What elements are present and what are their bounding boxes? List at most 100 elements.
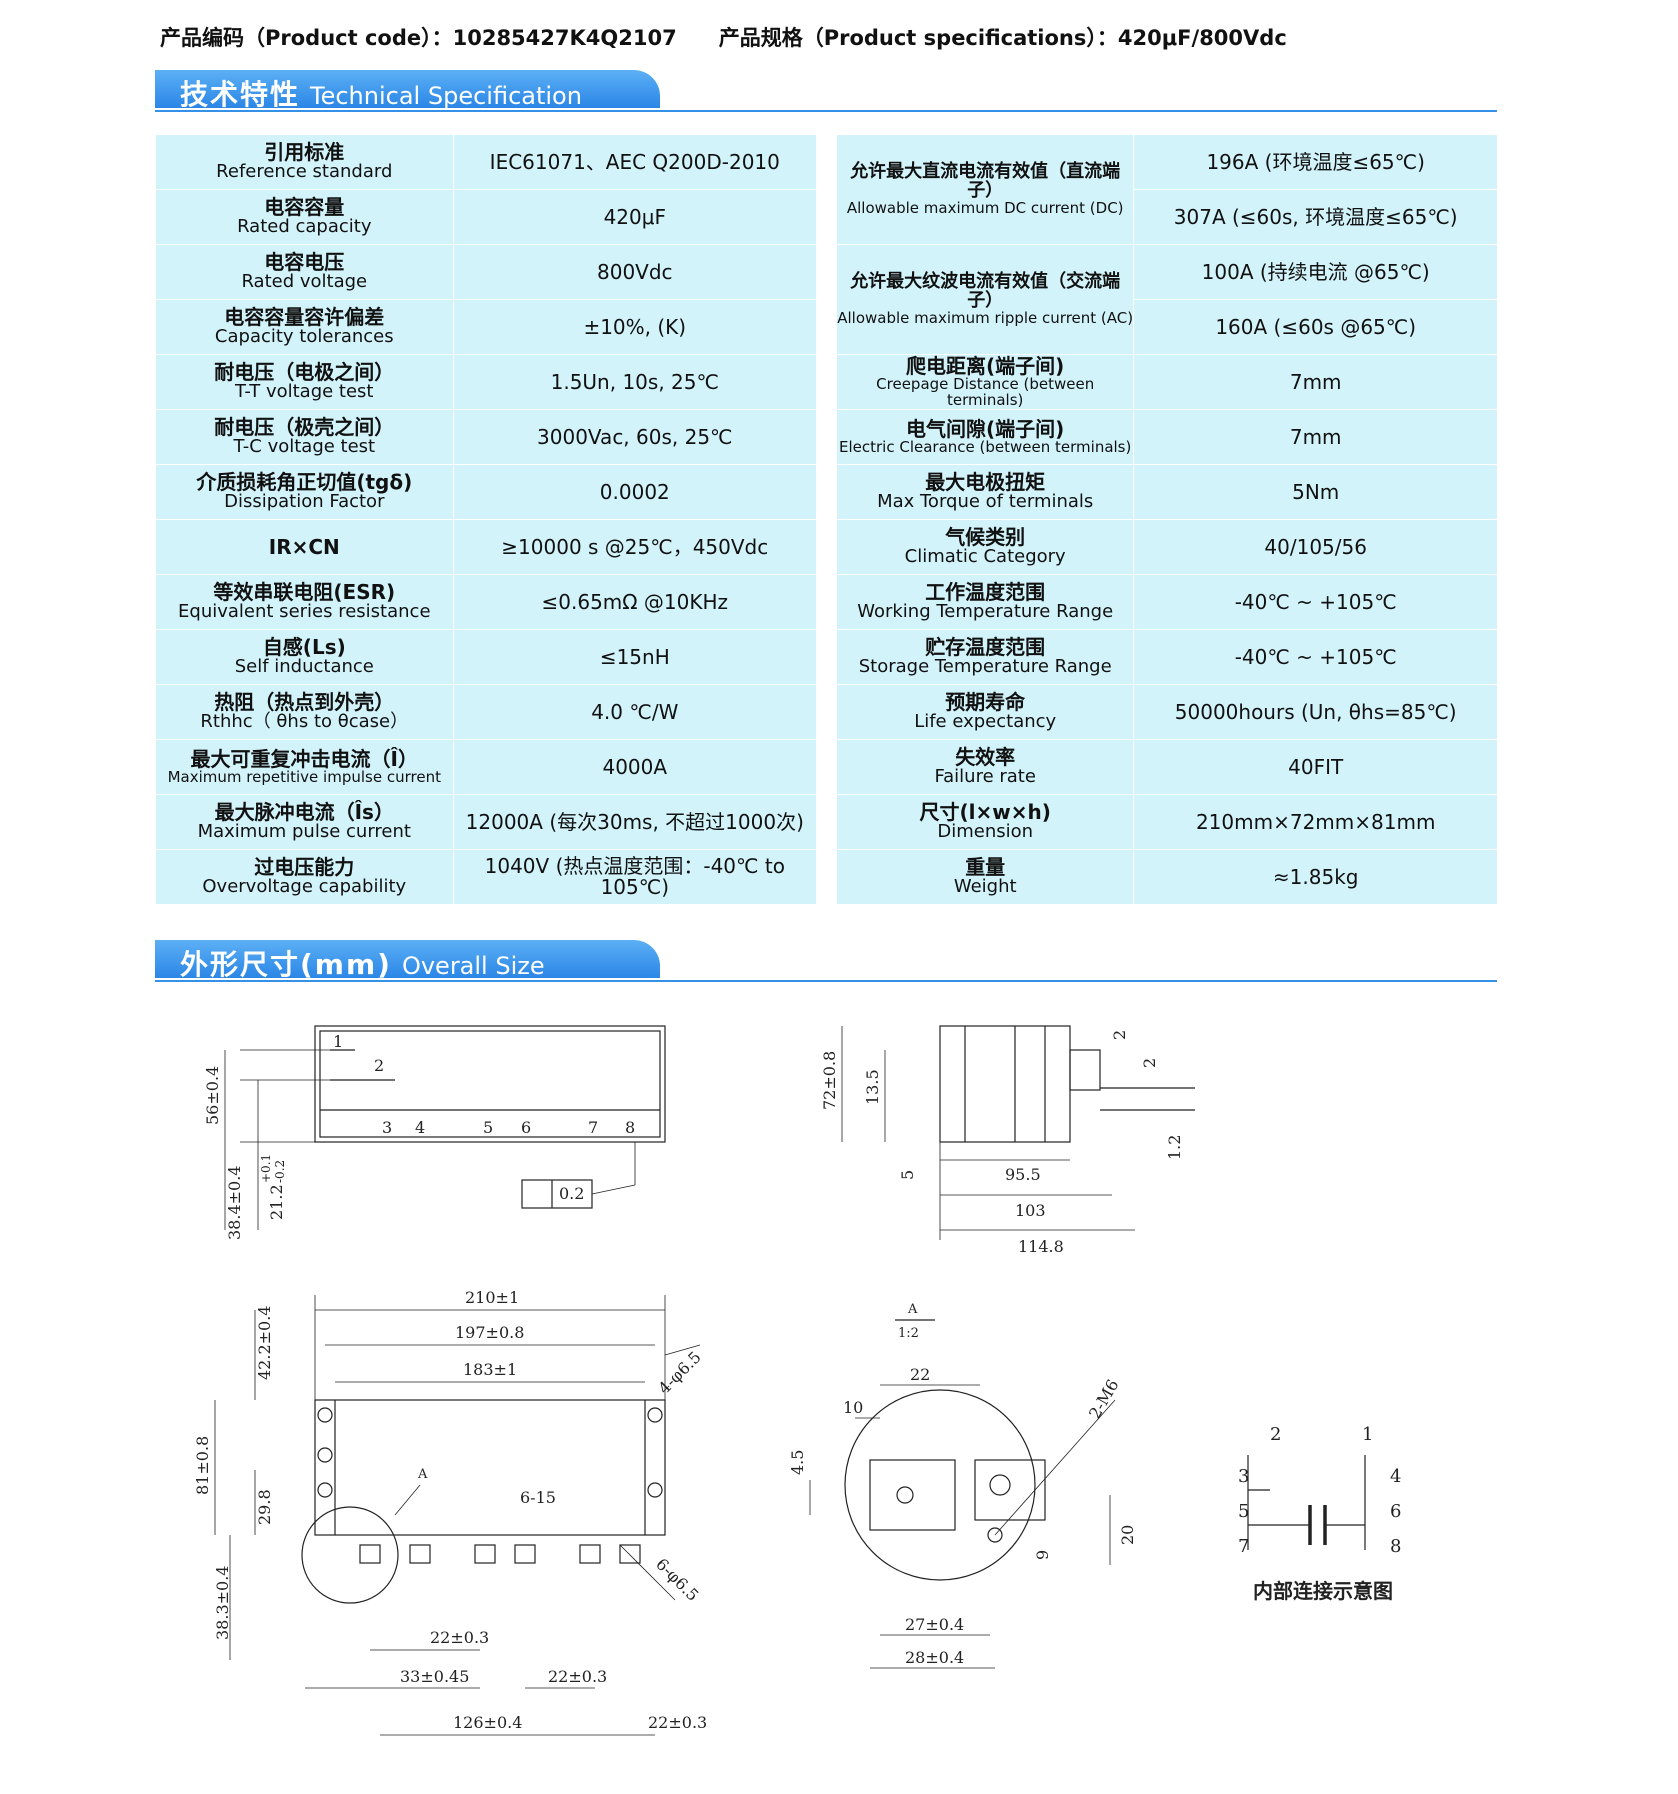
- pin-label: 2: [374, 1056, 384, 1075]
- dim-38-3: 38.3±0.4: [213, 1566, 232, 1640]
- spec-key-cn: 电气间隙(端子间): [906, 416, 1065, 441]
- spec-key-cn: 工作温度范围: [925, 580, 1046, 605]
- detail-a-marker: A: [417, 1467, 428, 1482]
- spec-value: 210mm×72mm×81mm: [1133, 794, 1498, 850]
- flatness-leader: [591, 1184, 636, 1195]
- overall-size-banner: 外形尺寸(mm)Overall Size: [155, 940, 1497, 982]
- spec-key-cn: 耐电压（电极之间）: [214, 360, 395, 385]
- dim-21-2: 21.2: [267, 1184, 286, 1220]
- detail-a-view: A 1:2 22 10 4.5 2-M6 20 9 27±0.4 28±0.4: [788, 1302, 1137, 1669]
- schematic-caption: 内部连接示意图: [1253, 1579, 1393, 1603]
- spec-key-en: Max Torque of terminals: [877, 491, 1094, 513]
- spec-key-cn: 最大脉冲电流（Îs）: [214, 800, 394, 825]
- spec-value: 40/105/56: [1133, 519, 1498, 575]
- spec-key: 耐电压（电极之间）T-T voltage test: [155, 354, 454, 410]
- front-view: 1 2 3 4 5 6 7 8 0.2 56±0.4 38.4±0.4 21.2…: [203, 1025, 666, 1240]
- spec-key-en: Equivalent series resistance: [178, 601, 431, 623]
- spec-key-en: Failure rate: [934, 766, 1036, 788]
- flatness-value: 0.2: [559, 1184, 584, 1203]
- spec-key-cn: 气候类别: [945, 525, 1026, 550]
- internal-connection-schematic: 2 1 3 4 5 6 7 8 内部连接示意图: [1238, 1424, 1401, 1603]
- spec-value-dc-2: 307A (≤60s, 环境温度≤65℃): [1133, 189, 1498, 245]
- spec-value: 50000hours (Un, θhs=85℃): [1133, 684, 1498, 740]
- spec-key: 自感(Ls)Self inductance: [155, 629, 454, 685]
- dim-29-8: 29.8: [255, 1489, 274, 1525]
- spec-row: IR×CN≥10000 s @25℃，450Vdc: [155, 519, 818, 575]
- spec-value: IEC61071、AEC Q200D-2010: [452, 134, 818, 190]
- spec-row: 最大可重复冲击电流（Î）Maximum repetitive impulse c…: [155, 739, 818, 795]
- spec-key-en: Working Temperature Range: [857, 601, 1114, 623]
- dim-20: 20: [1118, 1525, 1137, 1545]
- detail-scale: 1:2: [898, 1326, 919, 1341]
- schematic-pin-3: 3: [1238, 1466, 1249, 1487]
- schematic-pin-4: 4: [1390, 1466, 1401, 1487]
- mount-hole: [647, 1482, 663, 1498]
- detail-a-circle: [301, 1506, 399, 1604]
- spec-value: 7mm: [1133, 354, 1498, 410]
- product-spec-value: 420μF/800Vdc: [1117, 26, 1287, 50]
- spec-key-cn: 尺寸(l×w×h): [919, 800, 1051, 825]
- product-spec-label: 产品规格（Product specifications）：: [718, 26, 1118, 50]
- spec-key-en: Storage Temperature Range: [858, 656, 1112, 678]
- spec-key-cn: 电容容量: [264, 195, 345, 220]
- pin-label: 6: [521, 1118, 531, 1137]
- spec-value: ±10%, (K): [452, 299, 818, 355]
- product-code-value: 10285427K4Q2107: [452, 26, 677, 50]
- spec-key-ac-current: 允许最大纹波电流有效值（交流端子） Allowable maximum ripp…: [835, 244, 1135, 355]
- dim-72: 72±0.8: [820, 1051, 839, 1110]
- terminal: [514, 1544, 536, 1564]
- spec-value: 4.0 ℃/W: [452, 684, 818, 740]
- dim-56: 56±0.4: [203, 1066, 222, 1125]
- pin-label: 1: [333, 1032, 343, 1051]
- terminal: [619, 1544, 641, 1564]
- dim-22c: 22±0.3: [648, 1713, 707, 1732]
- terminal: [474, 1544, 496, 1564]
- spec-key-en: Dissipation Factor: [224, 491, 385, 513]
- mount-hole: [317, 1407, 333, 1423]
- banner-title-cn: 技术特性: [180, 78, 301, 111]
- dim-9: 9: [1033, 1550, 1052, 1560]
- spec-key: 介质损耗角正切值(tgδ)Dissipation Factor: [155, 464, 454, 520]
- terminal: [579, 1544, 601, 1564]
- dim-81: 81±0.8: [193, 1436, 212, 1495]
- dim-183: 183±1: [463, 1360, 517, 1379]
- spec-key-en: T-T voltage test: [235, 381, 374, 403]
- dim-210: 210±1: [465, 1288, 519, 1307]
- spec-value: 1040V (热点温度范围：-40℃ to 105℃): [452, 849, 818, 905]
- dim-114-8: 114.8: [1018, 1237, 1064, 1256]
- product-code-label: 产品编码（Product code）：: [160, 26, 453, 50]
- tol-minus: -0.2: [273, 1160, 287, 1183]
- spec-value: 3000Vac, 60s, 25℃: [452, 409, 818, 465]
- spec-key-cn: 失效率: [955, 745, 1016, 770]
- spec-key-cn: 爬电距离(端子间): [906, 353, 1065, 378]
- spec-key-cn: 耐电压（极壳之间）: [214, 415, 395, 440]
- spec-value: -40℃ ~ +105℃: [1133, 629, 1498, 685]
- dim-197: 197±0.8: [455, 1323, 524, 1342]
- dim-22a: 22±0.3: [430, 1628, 489, 1647]
- mount-hole: [317, 1482, 333, 1498]
- schematic-pin-5: 5: [1238, 1501, 1249, 1522]
- dim-10: 10: [843, 1398, 863, 1417]
- spec-key-en: Overvoltage capability: [202, 876, 407, 898]
- leader: [394, 1484, 421, 1516]
- tol-plus: +0.1: [259, 1154, 273, 1183]
- spec-value-ac-1: 100A (持续电流 @65℃): [1133, 244, 1498, 300]
- product-header: 产品编码（Product code）：10285427K4Q2107 产品规格（P…: [160, 22, 1287, 52]
- spec-row: 爬电距离(端子间)Creepage Distance (between term…: [835, 353, 1498, 410]
- dim-6-15: 6-15: [520, 1488, 556, 1507]
- schematic-pin-1: 1: [1362, 1424, 1373, 1445]
- terminal: [359, 1544, 381, 1564]
- spec-key-cn: 最大可重复冲击电流（Î）: [190, 746, 418, 771]
- spec-key-dc-current: 允许最大直流电流有效值（直流端子） Allowable maximum DC c…: [835, 134, 1135, 245]
- spec-key-en: Maximum repetitive impulse current: [167, 767, 441, 786]
